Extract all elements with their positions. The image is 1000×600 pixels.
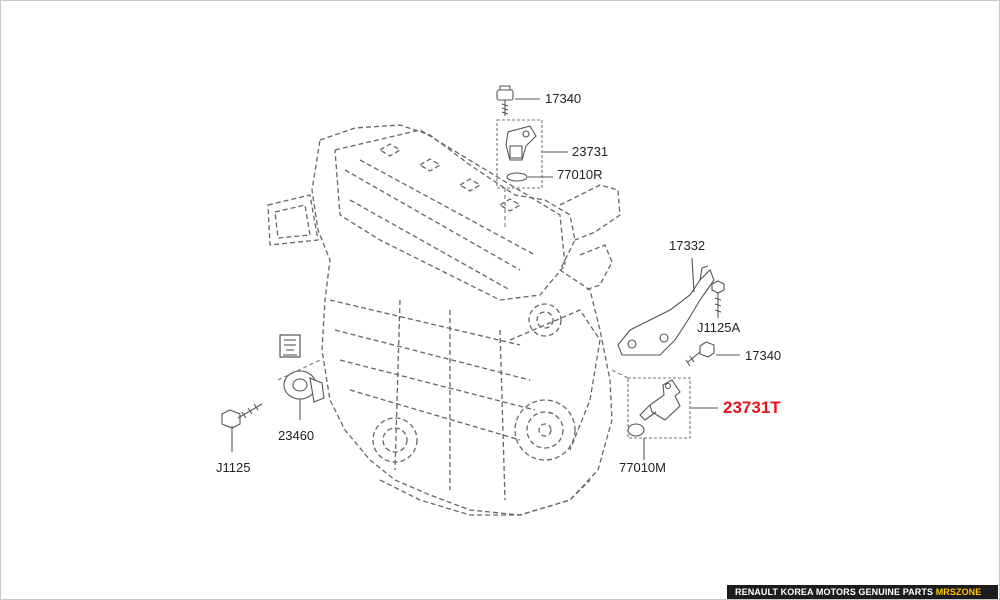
cylinder-head [334,129,566,301]
part-label-23460[interactable]: 23460 [278,428,315,443]
part-label-j1125[interactable]: J1125 [216,460,251,475]
bolt-j1125a [711,280,725,318]
part-label-17340-mid[interactable]: 17340 [745,348,782,363]
part-label-77010r[interactable]: 77010R [557,167,603,182]
footer-banner: RENAULT KOREA MOTORS GENUINE PARTS MRSZO… [727,585,998,599]
part-label-23731[interactable]: 23731 [572,144,609,159]
part-label-17340-top[interactable]: 17340 [545,91,582,106]
part-label-j1125a[interactable]: J1125A [697,320,741,335]
reference-note-icon [279,334,301,358]
footer-text: RENAULT KOREA MOTORS GENUINE PARTS [735,587,934,597]
footer-brand: MRSZONE [935,587,982,597]
part-label-23731t-highlighted[interactable]: 23731T [723,398,781,417]
crank-sensor-23731t [639,379,718,421]
bracket-17332 [617,257,715,356]
bolt-17340-top [496,85,540,116]
o-ring-77010r [506,172,553,182]
part-label-17332[interactable]: 17332 [669,238,706,253]
o-ring-77010m [627,423,645,460]
bolt-j1125 [221,403,263,452]
knock-sensor-23460 [283,370,325,420]
bolt-17340-mid [685,341,740,367]
cam-sensor-23731 [505,125,568,161]
part-label-77010m[interactable]: 77010M [619,460,666,475]
engine-block-outline [311,124,613,516]
